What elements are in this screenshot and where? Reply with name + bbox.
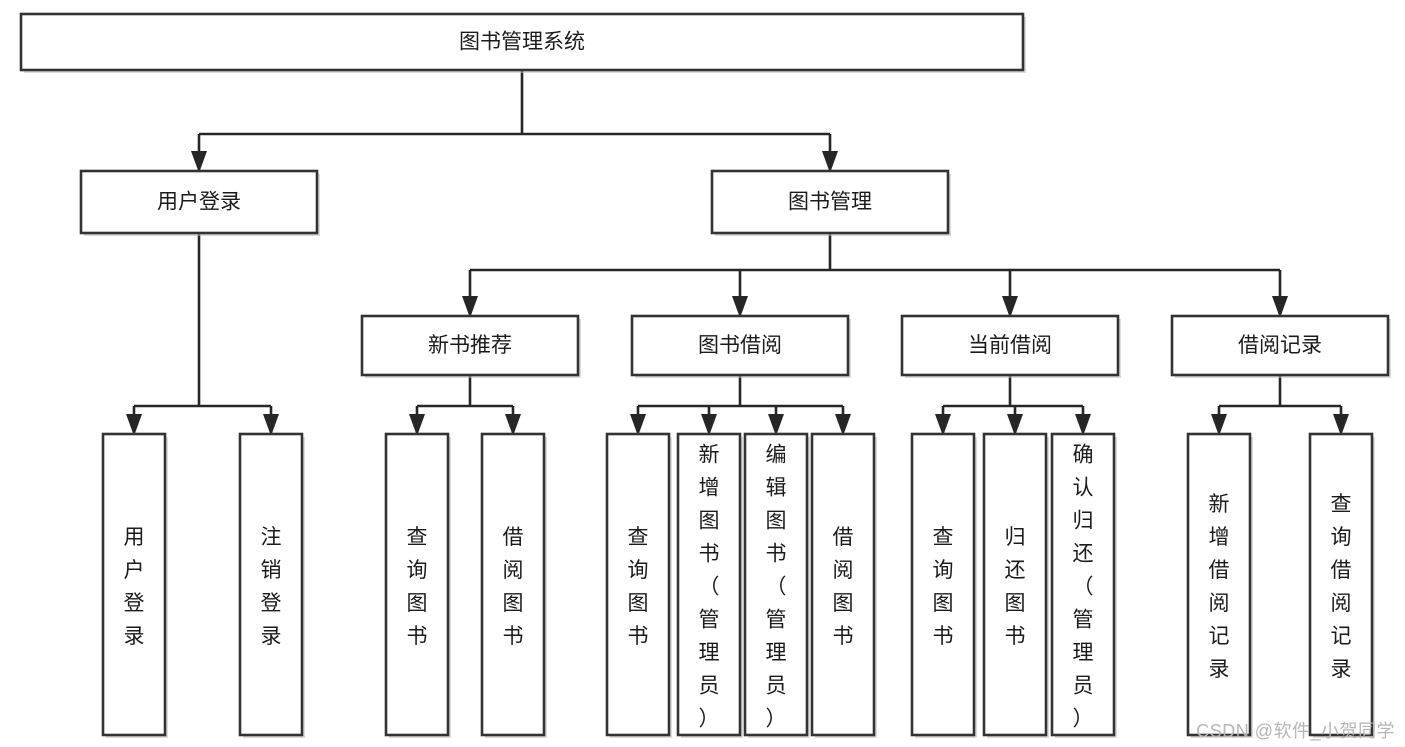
node-user-login[interactable]: 用户登录 [79, 169, 320, 236]
node-label: 新书推荐 [428, 334, 512, 357]
node-leaf-borrow-book-1[interactable]: 借阅图书 [480, 432, 547, 738]
node-new-book-rec[interactable]: 新书推荐 [360, 314, 581, 378]
arrow-head-icon [1075, 414, 1091, 436]
node-box[interactable] [630, 314, 850, 377]
arrow-head-icon [126, 414, 142, 436]
node-label: 借阅图书 [833, 526, 854, 648]
node-box[interactable] [710, 169, 950, 235]
node-label: 借阅图书 [503, 526, 524, 648]
node-box[interactable] [810, 432, 876, 737]
node-box[interactable] [676, 432, 742, 737]
arrow-head-icon [701, 414, 717, 436]
node-box[interactable] [982, 432, 1048, 737]
node-label: 当前借阅 [968, 334, 1052, 357]
arrow-head-icon [409, 414, 425, 436]
node-label: 查询图书 [628, 526, 649, 648]
node-box[interactable] [605, 432, 671, 737]
node-label: 用户登录 [157, 191, 241, 214]
arrow-head-icon [505, 414, 521, 436]
node-label: 查询图书 [933, 526, 954, 648]
node-label: 新增借阅记录 [1209, 493, 1230, 681]
node-label: 图书管理 [788, 191, 872, 214]
node-label: 确认归还（管理员） [1073, 444, 1094, 731]
node-box[interactable] [238, 432, 304, 737]
node-leaf-return-book[interactable]: 归还图书 [982, 432, 1049, 738]
node-box[interactable] [480, 432, 546, 737]
arrow-head-icon [191, 151, 207, 173]
arrow-head-icon [822, 151, 838, 173]
node-box[interactable] [384, 432, 450, 737]
node-book-borrow[interactable]: 图书借阅 [630, 314, 851, 378]
node-layer: 图书管理系统用户登录图书管理新书推荐图书借阅当前借阅借阅记录用户登录注销登录查询… [19, 12, 1391, 738]
node-box[interactable] [1308, 432, 1374, 737]
connector-group-bus-borrow-record [1211, 375, 1349, 436]
arrow-head-icon [1272, 296, 1288, 318]
node-box[interactable] [360, 314, 580, 377]
node-box[interactable] [743, 432, 809, 737]
node-leaf-user-login[interactable]: 用户登录 [101, 432, 168, 738]
connector-layer [126, 70, 1349, 436]
node-current-borrow[interactable]: 当前借阅 [900, 314, 1121, 378]
node-label: 用户登录 [124, 526, 145, 648]
node-box[interactable] [1170, 314, 1390, 377]
node-label: 归还图书 [1005, 526, 1026, 648]
node-leaf-query-book-2[interactable]: 查询图书 [605, 432, 672, 738]
arrow-head-icon [462, 296, 478, 318]
node-label: 图书借阅 [698, 334, 782, 357]
node-label: 借阅记录 [1238, 334, 1322, 357]
node-leaf-query-record[interactable]: 查询借阅记录 [1308, 432, 1375, 738]
node-leaf-add-record[interactable]: 新增借阅记录 [1186, 432, 1253, 738]
node-leaf-confirm-return[interactable]: 确认归还（管理员） [1050, 432, 1117, 738]
node-box[interactable] [101, 432, 167, 737]
connector-group-bus-current-borrow [935, 375, 1091, 436]
node-label: 编辑图书（管理员） [766, 444, 787, 731]
arrow-head-icon [630, 414, 646, 436]
node-label: 新增图书（管理员） [699, 444, 720, 731]
node-leaf-edit-book[interactable]: 编辑图书（管理员） [743, 432, 810, 738]
node-box[interactable] [910, 432, 976, 737]
node-box[interactable] [19, 12, 1025, 72]
node-box[interactable] [79, 169, 319, 235]
node-label: 注销登录 [261, 526, 282, 648]
node-box[interactable] [1186, 432, 1252, 737]
arrow-head-icon [935, 414, 951, 436]
node-leaf-borrow-book-2[interactable]: 借阅图书 [810, 432, 877, 738]
arrow-head-icon [768, 414, 784, 436]
node-label: 查询图书 [407, 526, 428, 648]
node-box[interactable] [1050, 432, 1116, 737]
connector-group-bus-user-login [126, 233, 279, 436]
node-label: 图书管理系统 [459, 31, 585, 54]
node-leaf-query-book-3[interactable]: 查询图书 [910, 432, 977, 738]
node-borrow-record[interactable]: 借阅记录 [1170, 314, 1391, 378]
arrow-head-icon [1211, 414, 1227, 436]
connector-group-bus-book-manage [462, 233, 1288, 318]
arrow-head-icon [835, 414, 851, 436]
arrow-head-icon [1002, 296, 1018, 318]
node-box[interactable] [900, 314, 1120, 377]
connector-group-bus-new-book-rec [409, 375, 521, 436]
node-root[interactable]: 图书管理系统 [19, 12, 1026, 73]
arrow-head-icon [1333, 414, 1349, 436]
connector-group-bus-root [191, 70, 838, 173]
node-leaf-query-book-1[interactable]: 查询图书 [384, 432, 451, 738]
connector-group-bus-book-borrow [630, 375, 851, 436]
node-leaf-user-logout[interactable]: 注销登录 [238, 432, 305, 738]
arrow-head-icon [263, 414, 279, 436]
arrow-head-icon [1007, 414, 1023, 436]
node-leaf-add-book[interactable]: 新增图书（管理员） [676, 432, 743, 738]
arrow-head-icon [732, 296, 748, 318]
node-book-manage[interactable]: 图书管理 [710, 169, 951, 236]
node-label: 查询借阅记录 [1331, 493, 1352, 681]
